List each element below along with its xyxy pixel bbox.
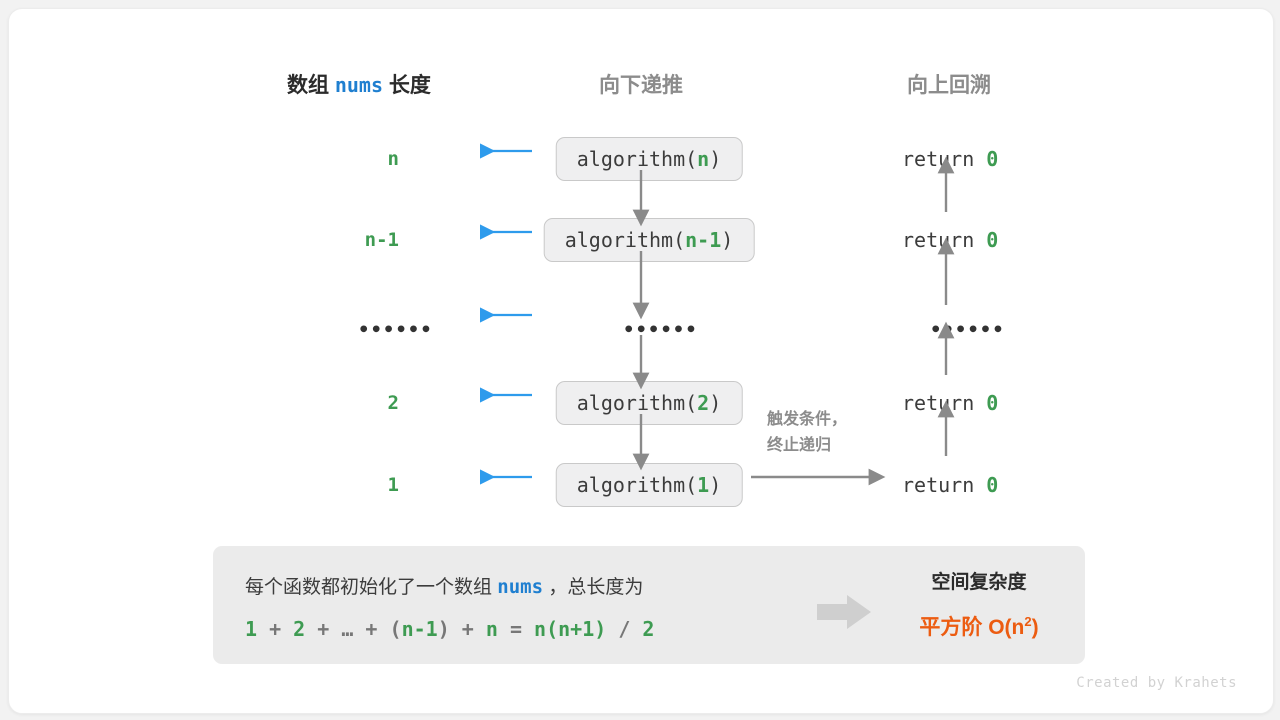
- result-complexity: 平方阶 O(n2): [873, 602, 1085, 648]
- call-argument: n-1: [685, 228, 722, 252]
- summary-formula: 1 + 2 + … + (n-1) + n = n(n+1) / 2: [245, 608, 654, 650]
- return-statement-row-2: return 0: [902, 228, 998, 252]
- return-statement-row-4: return 0: [902, 391, 998, 415]
- formula-token-6: (: [389, 617, 402, 641]
- formula-token-3: +: [305, 617, 342, 641]
- call-suffix: ): [709, 391, 722, 415]
- header-nums-code: nums: [334, 73, 384, 97]
- termination-note: 触发条件， 终止递归: [767, 407, 847, 458]
- call-box-row-5: algorithm(1): [555, 463, 743, 507]
- call-suffix: ): [721, 228, 734, 252]
- call-prefix: algorithm(: [564, 228, 686, 252]
- call-box-row-4: algorithm(2): [555, 381, 743, 425]
- call-prefix: algorithm(: [576, 473, 698, 497]
- termination-note-line-1: 触发条件，: [767, 411, 848, 428]
- termination-note-line-2: 终止递归: [767, 436, 832, 454]
- formula-token-4: …: [341, 617, 354, 641]
- length-label-row-5: 1: [387, 474, 399, 496]
- call-prefix: algorithm(: [576, 147, 698, 171]
- formula-token-9: +: [449, 617, 486, 641]
- return-keyword: return: [902, 147, 987, 171]
- formula-token-14: 2: [642, 617, 655, 641]
- call-argument: 2: [697, 391, 710, 415]
- result-tail: ): [1031, 616, 1039, 639]
- summary-nums-code: nums: [497, 576, 544, 598]
- call-suffix: ): [709, 147, 722, 171]
- return-value: 0: [986, 228, 999, 252]
- result-bigo: O(n: [988, 616, 1025, 639]
- column-header-backtrack-up: 向上回溯: [907, 74, 991, 97]
- formula-token-5: +: [353, 617, 390, 641]
- diagram-card: 数组 nums 长度 向下递推 向上回溯 n algorithm(n) retu…: [8, 8, 1274, 714]
- column-header-array-length: 数组 nums 长度: [287, 69, 431, 99]
- result-title: 空间复杂度: [931, 572, 1027, 593]
- formula-token-12: n(n+1): [534, 617, 607, 641]
- call-box-row-2: algorithm(n-1): [543, 218, 755, 262]
- formula-token-11: =: [497, 617, 535, 641]
- summary-result: 空间复杂度 平方阶 O(n2): [873, 564, 1085, 648]
- result-label: 平方阶: [919, 616, 983, 639]
- column-header-recurse-down: 向下递推: [599, 74, 683, 97]
- call-argument: n: [697, 147, 710, 171]
- blue-length-arrows: [479, 143, 532, 485]
- formula-token-8: ): [437, 617, 450, 641]
- formula-token-2: 2: [293, 617, 306, 641]
- return-statement-row-5: return 0: [902, 473, 998, 497]
- formula-token-0: 1: [245, 617, 258, 641]
- call-argument: 1: [697, 473, 710, 497]
- formula-token-1: +: [257, 617, 294, 641]
- summary-sentence-after: ，总长度为: [548, 577, 644, 598]
- call-ellipsis-row-3: ••••••: [623, 319, 698, 341]
- call-prefix: algorithm(: [576, 391, 698, 415]
- result-exponent: 2: [1024, 614, 1032, 629]
- return-value: 0: [986, 473, 999, 497]
- length-ellipsis-row-3: ••••••: [358, 319, 433, 341]
- formula-token-10: n: [485, 617, 498, 641]
- call-suffix: ): [709, 473, 722, 497]
- length-label-row-4: 2: [387, 392, 399, 414]
- length-label-row-1: n: [387, 148, 399, 170]
- length-label-row-2: n-1: [364, 229, 399, 251]
- return-keyword: return: [902, 473, 987, 497]
- return-statement-row-1: return 0: [902, 147, 998, 171]
- call-box-row-1: algorithm(n): [555, 137, 743, 181]
- summary-box: 每个函数都初始化了一个数组 nums ，总长度为 1 + 2 + … + (n-…: [213, 546, 1085, 664]
- return-keyword: return: [902, 391, 987, 415]
- result-arrow-icon: [817, 595, 871, 629]
- summary-sentence: 每个函数都初始化了一个数组 nums ，总长度为: [245, 566, 643, 609]
- return-value: 0: [986, 147, 999, 171]
- return-keyword: return: [902, 228, 987, 252]
- return-ellipsis-row-3: ••••••: [930, 319, 1005, 341]
- summary-sentence-before: 每个函数都初始化了一个数组: [245, 577, 493, 598]
- credit-footer: Created by Krahets: [1076, 675, 1237, 691]
- return-value: 0: [986, 391, 999, 415]
- header-left-prefix: 数组: [287, 74, 329, 97]
- formula-token-13: /: [606, 617, 643, 641]
- formula-token-7: n-1: [401, 617, 438, 641]
- header-left-suffix: 长度: [388, 74, 431, 97]
